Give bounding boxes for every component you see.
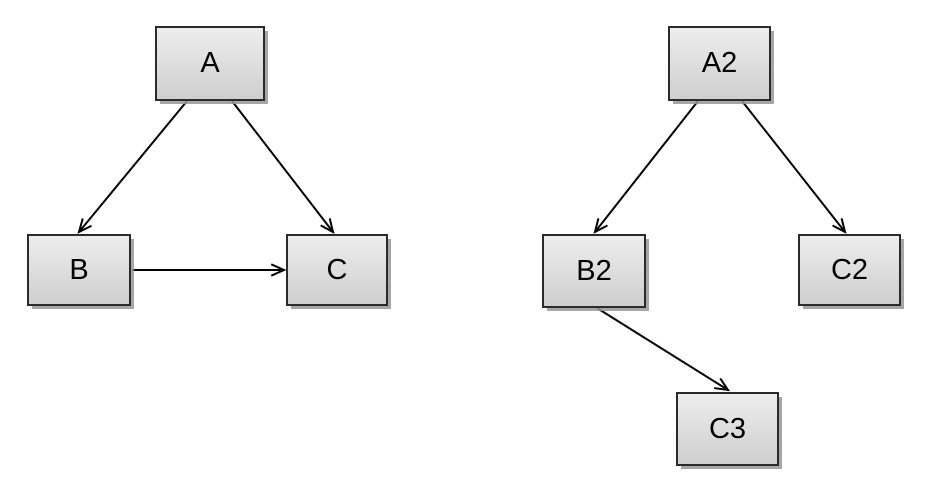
node-b[interactable]: B: [27, 234, 131, 306]
edge-line: [741, 100, 846, 233]
node-label: B: [69, 253, 89, 286]
node-label: C: [326, 253, 348, 286]
node-label: B2: [576, 254, 612, 287]
arrowhead-icon: [593, 218, 608, 234]
arrowhead-icon: [77, 218, 92, 234]
edge-line: [78, 100, 188, 233]
node-label: A2: [701, 47, 738, 79]
edge-a2-c2[interactable]: [741, 100, 847, 234]
edge-b2-c3[interactable]: [596, 307, 731, 392]
edge-line: [231, 100, 334, 233]
arrowhead-icon: [832, 218, 847, 234]
edge-b-c[interactable]: [132, 263, 287, 277]
node-b2[interactable]: B2: [542, 234, 646, 308]
edge-a-b[interactable]: [77, 100, 188, 234]
arrowhead-icon: [713, 377, 731, 392]
node-c3[interactable]: C3: [676, 392, 779, 466]
edge-line: [594, 100, 699, 233]
node-label: C3: [708, 412, 747, 445]
node-label: C2: [830, 253, 869, 286]
arrowhead-icon: [270, 263, 287, 277]
node-c[interactable]: C: [286, 234, 388, 306]
edge-line: [596, 307, 729, 391]
edge-a-c[interactable]: [231, 100, 335, 234]
arrowhead-icon: [320, 218, 335, 234]
node-a[interactable]: A: [155, 26, 265, 101]
node-label: A: [200, 47, 220, 79]
node-c2[interactable]: C2: [798, 234, 901, 306]
edge-a2-b2[interactable]: [593, 100, 699, 234]
node-a2[interactable]: A2: [668, 26, 771, 101]
